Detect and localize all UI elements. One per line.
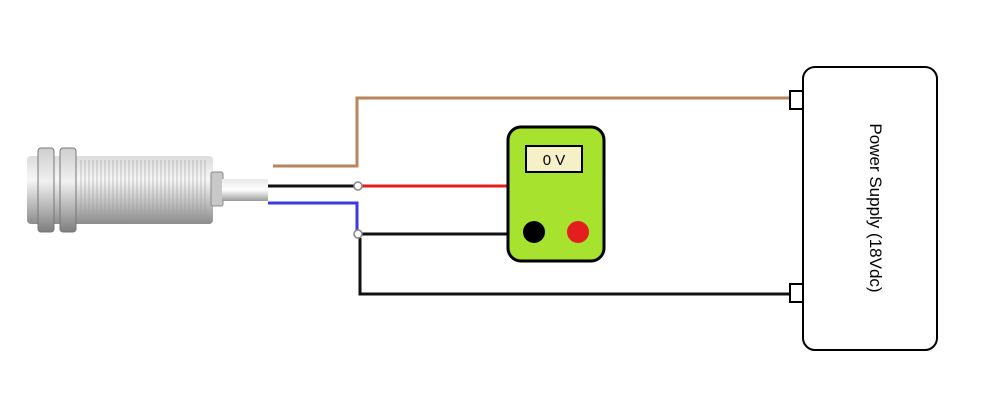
power-supply-label: Power Supply (18Vdc) [866, 123, 885, 292]
power-supply: Power Supply (18Vdc) [789, 66, 938, 351]
blue-wire [268, 201, 359, 234]
power-supply-body [802, 66, 938, 351]
sensor-cable-gland [210, 171, 224, 207]
sensor-cable [222, 179, 268, 201]
sensor-nut-back [59, 147, 77, 233]
voltmeter-display [525, 145, 583, 173]
power-supply-terminal-negative [789, 283, 804, 303]
junction-terminal-top [353, 181, 363, 191]
junction-terminal-bottom [353, 229, 363, 239]
black-ground-wire [358, 238, 790, 296]
common-probe-jack [523, 221, 545, 243]
sensor-thread [78, 160, 208, 220]
brown-wire [273, 96, 790, 168]
power-supply-terminal-positive [789, 90, 804, 110]
sensor-nut-front [37, 147, 55, 233]
threaded-proximity-sensor-icon [27, 147, 268, 233]
voltmeter: 0 V [506, 125, 606, 263]
voltmeter-reading: 0 V [543, 152, 566, 169]
positive-probe-jack [567, 221, 589, 243]
